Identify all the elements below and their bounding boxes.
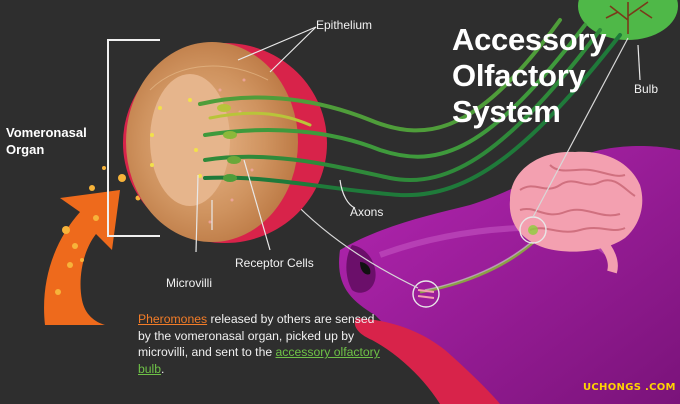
title-line-2: Olfactory bbox=[452, 58, 586, 93]
vomeronasal-label-line-2: Organ bbox=[6, 142, 45, 157]
caption-text-1: released by others are sensed by the vom… bbox=[138, 312, 375, 360]
description-caption: Pheromones released by others are sensed… bbox=[138, 311, 383, 377]
receptor-cells-label: Receptor Cells bbox=[235, 256, 314, 270]
title-line-1: Accessory bbox=[452, 22, 607, 57]
organ-highlight-circle bbox=[412, 280, 440, 308]
bulb-label: Bulb bbox=[634, 82, 659, 96]
accessory-olfactory-bulb-link[interactable]: accessory olfactory bulb bbox=[138, 345, 380, 376]
olfactory-bulb bbox=[578, 0, 678, 40]
vomeronasal-label-line-1: Vomeronasal bbox=[6, 125, 87, 140]
axons bbox=[198, 18, 622, 198]
brain bbox=[509, 151, 643, 274]
bulb-connector-line bbox=[532, 37, 629, 218]
title-line-3: System bbox=[452, 94, 561, 129]
vomeronasal-organ-label: Vomeronasal Organ bbox=[6, 124, 96, 158]
organ-bracket bbox=[107, 39, 160, 237]
watermark: UCHONGS .COM bbox=[583, 382, 676, 393]
epithelium-label: Epithelium bbox=[316, 18, 373, 32]
pheromone-arrow bbox=[44, 190, 120, 325]
microvilli-label: Microvilli bbox=[166, 276, 212, 290]
diagram-title: Accessory Olfactory System bbox=[452, 22, 632, 130]
receptor-cells bbox=[217, 104, 241, 182]
axons-label: Axons bbox=[350, 205, 384, 219]
label-leaders bbox=[195, 26, 641, 253]
pheromones-link[interactable]: Pheromones bbox=[138, 312, 208, 326]
caption-text-2: . bbox=[161, 361, 165, 376]
vomeronasal-organ bbox=[123, 42, 327, 243]
pheromone-dots bbox=[55, 166, 141, 295]
